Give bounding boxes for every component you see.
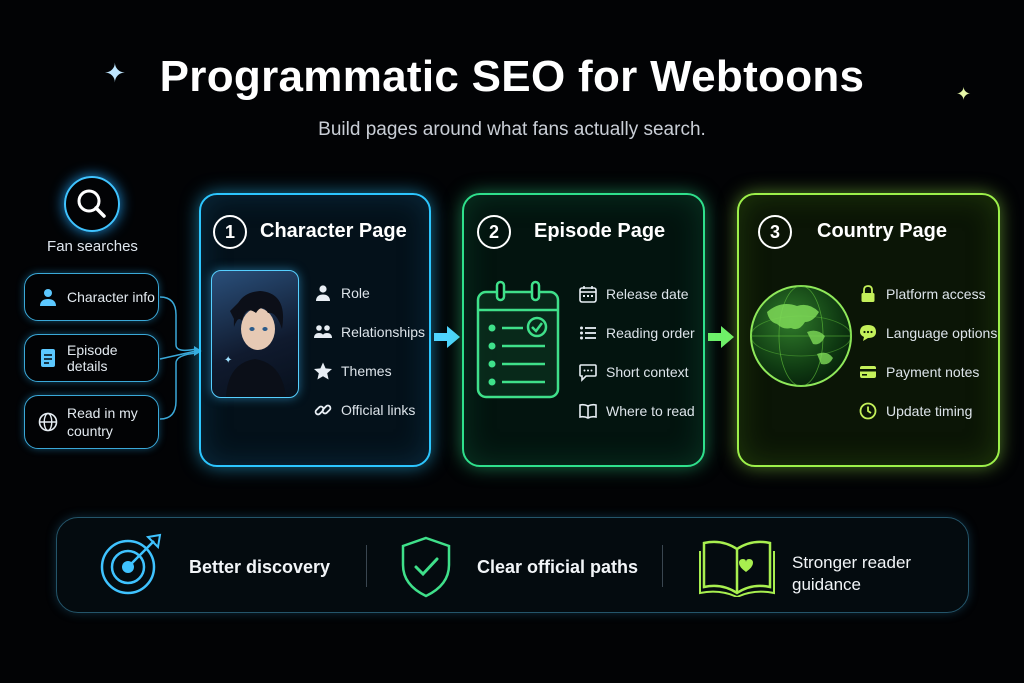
search-pill-character-info[interactable]: Character info — [24, 273, 159, 321]
card-item-relationships: Relationships — [313, 322, 425, 342]
fan-searches-label: Fan searches — [47, 238, 138, 255]
benefits-bar — [56, 517, 969, 613]
search-pill-read-in-my-country[interactable]: Read in my country — [24, 395, 159, 449]
search-pill-label: Character info — [67, 289, 155, 305]
calendar-checklist-icon — [476, 280, 560, 399]
clock-icon — [858, 401, 878, 421]
card-item-label: Language options — [886, 325, 998, 341]
search-pill-label: Episode details — [67, 342, 118, 374]
document-icon — [37, 347, 59, 369]
card-item-label: Update timing — [886, 403, 973, 419]
calendar-icon — [578, 284, 598, 304]
card-item-label: Where to read — [606, 403, 695, 419]
episode-item-list: Release date Reading order Short context… — [578, 284, 695, 421]
step-number-1: 1 — [213, 215, 247, 249]
card-item-label: Platform access — [886, 286, 986, 302]
page-subtitle: Build pages around what fans actually se… — [318, 119, 706, 140]
list-icon — [578, 323, 598, 343]
speech-bubble-icon — [858, 323, 878, 343]
card-item-label: Official links — [341, 402, 416, 418]
card-item-themes: Themes — [313, 361, 425, 381]
shield-check-icon — [401, 536, 451, 598]
credit-card-icon — [858, 362, 878, 382]
card-item-payment-notes: Payment notes — [858, 362, 997, 382]
card-item-short-context: Short context — [578, 362, 695, 382]
divider — [662, 545, 663, 587]
card-item-official-links: Official links — [313, 400, 425, 420]
card-item-label: Short context — [606, 364, 689, 380]
star-icon — [313, 361, 333, 381]
search-icon — [64, 176, 120, 232]
card-item-update-timing: Update timing — [858, 401, 997, 421]
card-item-platform-access: Platform access — [858, 284, 997, 304]
benefit-label-line: guidance — [792, 575, 862, 594]
open-book-heart-icon — [699, 540, 775, 597]
step-number-3: 3 — [758, 215, 792, 249]
benefit-label: Clear official paths — [477, 557, 639, 577]
link-icon — [313, 400, 333, 420]
card-item-label: Payment notes — [886, 364, 980, 380]
card-item-where-to-read: Where to read — [578, 401, 695, 421]
page-title: Programmatic SEO for Webtoons — [159, 52, 865, 101]
person-icon — [313, 283, 333, 303]
arrow-right-icon — [434, 326, 460, 348]
people-icon — [313, 322, 333, 342]
globe-icon — [750, 285, 852, 387]
sparkle-left-icon: ✦ — [104, 58, 126, 88]
fan-search-connectors — [159, 296, 202, 420]
benefit-label: Stronger reader guidance — [792, 552, 911, 596]
benefit-label-line: Stronger reader — [792, 553, 912, 572]
person-icon — [37, 286, 59, 308]
chat-icon — [578, 362, 598, 382]
card-item-label: Themes — [341, 363, 392, 379]
country-item-list: Platform access Language options Payment… — [858, 284, 997, 421]
card-item-release-date: Release date — [578, 284, 695, 304]
card-item-reading-order: Reading order — [578, 323, 695, 343]
card-title: Character Page — [260, 220, 407, 242]
svg-text:✦: ✦ — [224, 355, 232, 366]
search-pill-label: Read in my country — [67, 405, 138, 439]
card-item-role: Role — [313, 283, 425, 303]
target-icon — [100, 533, 162, 595]
character-item-list: Role Relationships Themes Official links — [313, 283, 425, 420]
globe-icon — [37, 411, 59, 433]
divider — [366, 545, 367, 587]
card-title: Country Page — [817, 220, 948, 242]
card-item-label: Reading order — [606, 325, 695, 341]
card-item-language-options: Language options — [858, 323, 997, 343]
arrow-right-icon — [708, 326, 734, 348]
card-item-label: Role — [341, 285, 370, 301]
card-item-label: Relationships — [341, 324, 426, 340]
card-item-label: Release date — [606, 286, 689, 302]
step-number-2: 2 — [477, 215, 511, 249]
sparkle-right-icon: ✦ — [956, 84, 972, 104]
search-pill-episode-details[interactable]: Episode details — [24, 334, 159, 382]
character-portrait: ✦ — [211, 270, 299, 398]
book-icon — [578, 401, 598, 421]
lock-icon — [858, 284, 878, 304]
benefit-label: Better discovery — [189, 557, 331, 577]
card-title: Episode Page — [534, 220, 666, 242]
